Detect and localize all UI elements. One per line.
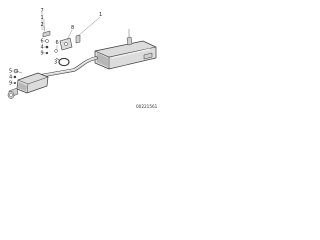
exhaust-system-diagram: 7 1 2 6 4 9 8 1 6 3 5 4 9 00221561 — [7, 8, 158, 109]
callout-7: 7 — [41, 8, 44, 14]
callout-5: 5 — [9, 69, 12, 75]
part-9-top — [45, 51, 49, 55]
callout-numbers: 7 1 2 6 4 9 8 1 6 3 5 4 9 — [9, 8, 102, 87]
callout-1-right: 1 — [99, 12, 102, 18]
part-4-top — [45, 45, 49, 49]
callout-8: 8 — [71, 25, 74, 31]
intermediate-pipe — [28, 56, 98, 82]
callout-2: 2 — [41, 22, 44, 28]
callout-3: 3 — [54, 60, 57, 66]
muffler-bracket — [126, 29, 133, 46]
callout-1-top: 1 — [41, 15, 44, 21]
part-8-hanger — [59, 37, 73, 51]
part-5 — [13, 68, 23, 74]
part-6-left-washer — [54, 49, 58, 53]
callout-6-top: 6 — [41, 39, 44, 45]
hardware-parts — [13, 30, 81, 84]
part-9-bottom — [14, 82, 16, 84]
callout-9-top: 9 — [41, 51, 44, 57]
rear-muffler — [94, 40, 157, 70]
part-4-bottom — [13, 75, 17, 79]
leader-lines — [12, 12, 101, 84]
part-1-right-bolt — [75, 34, 81, 44]
front-pipe-converter — [7, 72, 49, 99]
diagram-part-code: 00221561 — [136, 104, 158, 109]
part-2 — [42, 30, 51, 38]
callout-4-bottom: 4 — [9, 75, 12, 81]
callout-9-bottom: 9 — [9, 81, 12, 87]
callout-6-left: 6 — [56, 40, 59, 46]
callout-4-top: 4 — [41, 45, 44, 51]
part-3-clamp — [55, 57, 70, 67]
